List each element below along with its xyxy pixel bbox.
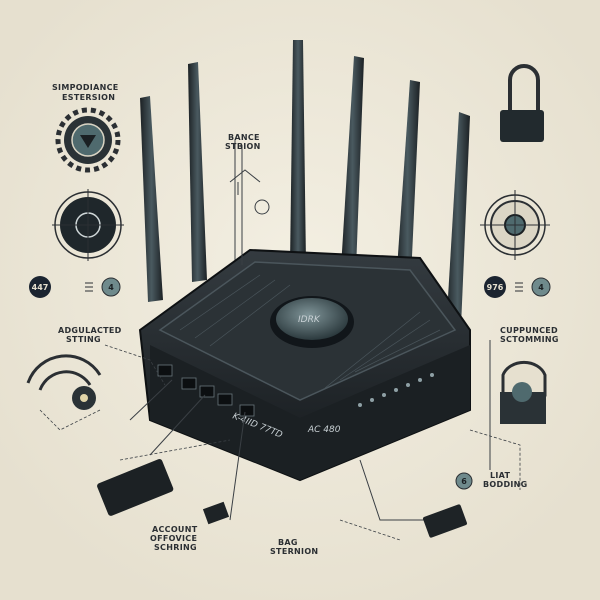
compass-icon xyxy=(480,190,550,260)
label-mid-left: STTING xyxy=(66,335,101,344)
label-bottom-left: OFFOVICE xyxy=(150,534,197,543)
badge-bottom-circle: 6 xyxy=(461,477,467,486)
label-top-left: ESTERSION xyxy=(62,93,115,102)
antenna xyxy=(445,112,470,350)
usb-plug xyxy=(202,501,230,525)
antenna xyxy=(290,40,306,265)
connector-lines xyxy=(39,140,521,541)
label-bottom-center: STERNION xyxy=(270,547,318,556)
label-mid-right: SCTOMMING xyxy=(500,335,559,344)
label-bottom-left: SCHRING xyxy=(154,543,197,552)
badge-right-number: 976 xyxy=(487,283,504,292)
antenna xyxy=(341,56,364,270)
badge-left-number: 447 xyxy=(32,283,49,292)
cables xyxy=(97,379,467,538)
antenna xyxy=(395,80,420,300)
house-icon xyxy=(229,169,270,215)
ac-text: AC 480 xyxy=(307,425,341,435)
antennas xyxy=(140,40,470,350)
padlock-icon xyxy=(500,64,544,142)
gear-icon xyxy=(55,107,121,173)
target-icon xyxy=(52,189,124,261)
ethernet-ports xyxy=(157,364,255,417)
antenna xyxy=(188,62,207,282)
badge-left-circle: 4 xyxy=(108,283,114,292)
led-indicators xyxy=(358,373,434,407)
label-top-center: STBION xyxy=(225,142,261,151)
dial-text: IDRK xyxy=(298,315,321,325)
wifi-icon xyxy=(26,354,102,410)
label-bottom-right: BODDING xyxy=(483,480,528,489)
router: IDRK K-4IID 77TD AC 480 xyxy=(138,248,471,482)
label-top-center: BANCE xyxy=(228,133,260,142)
shield-router-icon xyxy=(500,360,547,424)
label-bottom-right: LIAT xyxy=(490,471,511,480)
badge-right-circle: 4 xyxy=(538,283,544,292)
label-top-left: SIMPODIANCE xyxy=(52,83,119,92)
label-mid-left: ADGULACTED xyxy=(58,326,122,335)
antenna xyxy=(140,96,163,302)
label-mid-right: CUPPUNCED xyxy=(500,326,558,335)
usb-stick xyxy=(423,504,467,538)
label-bottom-center: BAG xyxy=(278,538,298,547)
power-adapter xyxy=(97,459,174,516)
label-bottom-left: ACCOUNT xyxy=(152,525,198,534)
status-dial xyxy=(276,298,348,340)
